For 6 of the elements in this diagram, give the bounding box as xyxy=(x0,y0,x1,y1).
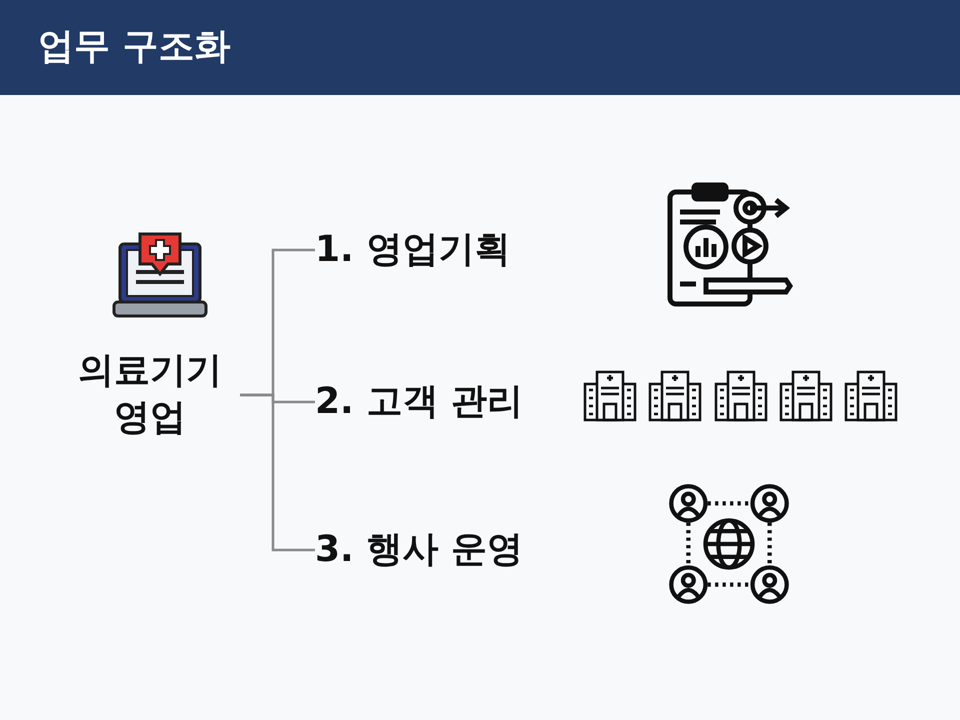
connector-line xyxy=(240,394,315,552)
node-label: 1. 영업기획 xyxy=(315,228,510,272)
node-label: 의료기기 영업 xyxy=(77,349,223,440)
node-label: 2. 고객 관리 xyxy=(315,380,523,424)
node-label: 3. 행사 운영 xyxy=(315,528,523,572)
title: 업무 구조화 xyxy=(38,25,231,69)
